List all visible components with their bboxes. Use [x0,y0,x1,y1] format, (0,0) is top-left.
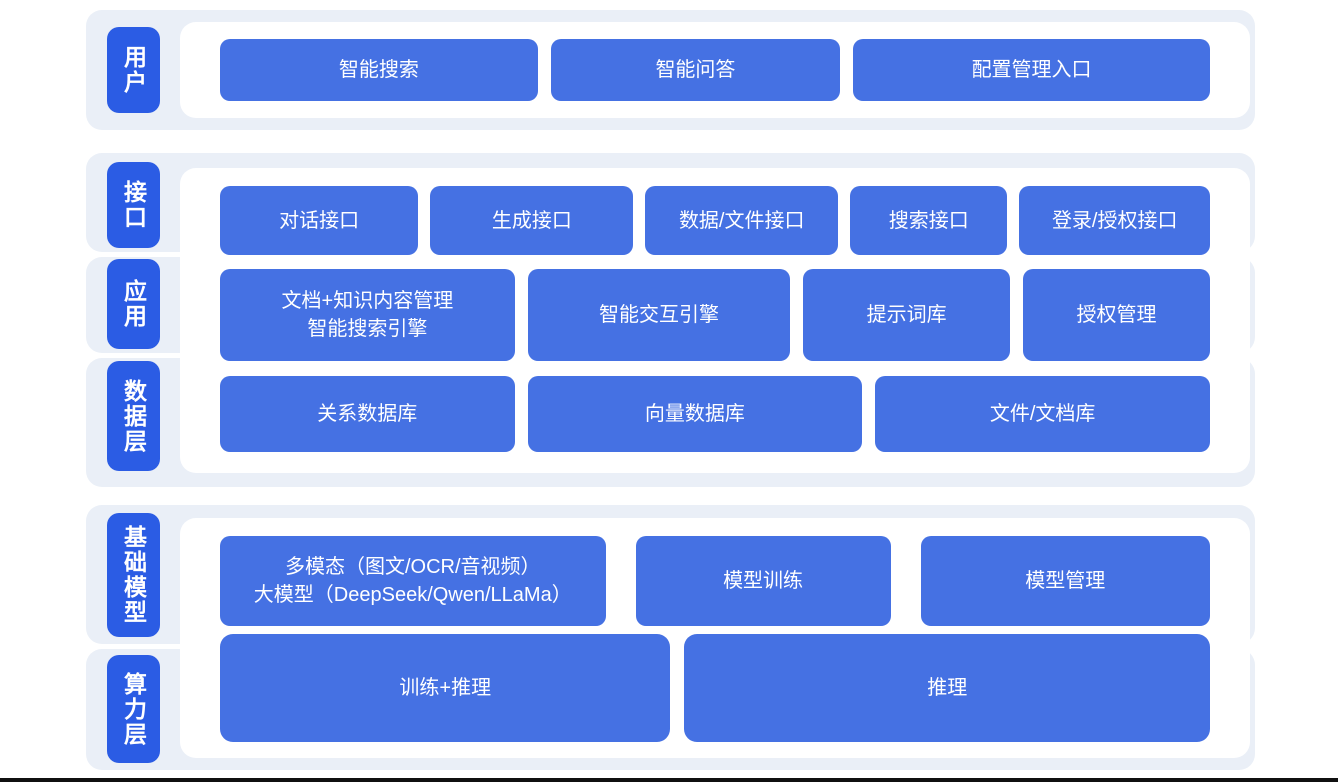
block-interaction-engine: 智能交互引擎 [527,269,791,361]
block-search-api: 搜索接口 [849,186,1008,255]
foundation-layers-panel: 多模态（图文/OCR/音视频） 大模型（DeepSeek/Qwen/LLaMa）… [180,518,1250,758]
middle-layers-panel: 对话接口 生成接口 数据/文件接口 搜索接口 登录/授权接口 文档+知识内容管理… [180,168,1250,473]
block-login-auth-api: 登录/授权接口 [1019,186,1210,255]
block-smart-qa: 智能问答 [550,39,841,101]
block-data-file-api: 数据/文件接口 [645,186,838,255]
layer-pill-compute: 算力层 [107,655,160,763]
foundation-layer-row: 多模态（图文/OCR/音视频） 大模型（DeepSeek/Qwen/LLaMa）… [220,536,1210,626]
layer-pill-user: 用户 [107,27,160,113]
layer-pill-interface: 接口 [107,162,160,248]
section-user-layer: 用户 智能搜索 智能问答 配置管理入口 [86,10,1255,130]
interface-layer-row: 对话接口 生成接口 数据/文件接口 搜索接口 登录/授权接口 [220,186,1210,255]
data-layer-row: 关系数据库 向量数据库 文件/文档库 [220,376,1210,452]
block-doc-knowledge-mgmt: 文档+知识内容管理 智能搜索引擎 [220,269,515,361]
block-smart-search: 智能搜索 [220,39,538,101]
layer-pill-foundation-model: 基础模型 [107,513,160,637]
layer-pill-data: 数据层 [107,361,160,471]
block-config-entry: 配置管理入口 [853,39,1210,101]
application-layer-row: 文档+知识内容管理 智能搜索引擎 智能交互引擎 提示词库 授权管理 [220,269,1210,361]
bottom-window-edge [0,778,1338,782]
block-relational-db: 关系数据库 [220,376,515,452]
block-model-training: 模型训练 [635,536,891,626]
compute-layer-row: 训练+推理 推理 [220,634,1210,742]
block-file-doc-store: 文件/文档库 [875,376,1210,452]
block-dialog-api: 对话接口 [220,186,419,255]
block-generation-api: 生成接口 [430,186,634,255]
user-layer-panel: 智能搜索 智能问答 配置管理入口 [180,22,1250,118]
block-inference: 推理 [684,634,1210,742]
block-training-inference: 训练+推理 [220,634,671,742]
layer-pill-application: 应用 [107,259,160,349]
block-multimodal-llm: 多模态（图文/OCR/音视频） 大模型（DeepSeek/Qwen/LLaMa） [220,536,606,626]
block-prompt-library: 提示词库 [803,269,1010,361]
block-auth-mgmt: 授权管理 [1022,269,1210,361]
block-vector-db: 向量数据库 [527,376,863,452]
section-middle-layers: 接口 应用 数据层 对话接口 生成接口 数据/文件接口 搜索接口 登录/授权接口… [86,153,1255,487]
block-model-mgmt: 模型管理 [920,536,1210,626]
section-foundation-layers: 基础模型 算力层 多模态（图文/OCR/音视频） 大模型（DeepSeek/Qw… [86,505,1255,770]
